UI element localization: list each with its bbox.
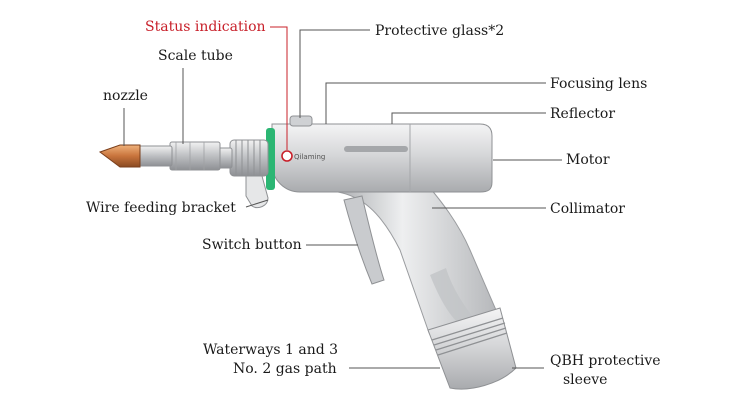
wire-feeding-bracket [245, 175, 269, 209]
brand-text: Qilaming [294, 153, 325, 161]
label-qbh-line2: sleeve [563, 372, 608, 388]
leader-lines [123, 26, 562, 369]
label-status-indication: Status indication [145, 19, 266, 35]
label-qbh-line1: QBH protective [550, 353, 661, 369]
label-reflector: Reflector [550, 106, 616, 122]
leader-status-indication [270, 26, 288, 150]
label-waterways: Waterways 1 and 3 [203, 342, 339, 358]
label-wire-feeding-bracket: Wire feeding bracket [86, 200, 236, 216]
switch-button [343, 195, 385, 285]
label-protective-glass: Protective glass*2 [375, 23, 505, 39]
leader-wire-feeding-bracket [245, 199, 269, 208]
reflector-slot [344, 146, 408, 152]
scale-tube [137, 141, 221, 171]
top-knob [289, 115, 313, 127]
leader-protective-glass [299, 29, 370, 118]
label-scale-tube: Scale tube [158, 48, 233, 64]
front-coupling [217, 139, 269, 177]
status-indicator-dot [281, 150, 293, 162]
nozzle [98, 144, 141, 168]
main-body: Qilaming [266, 115, 493, 193]
label-switch-button: Switch button [202, 237, 302, 253]
label-motor: Motor [566, 152, 610, 168]
label-collimator: Collimator [550, 201, 625, 217]
label-focusing-lens: Focusing lens [550, 76, 648, 92]
leader-reflector [391, 112, 546, 124]
leader-focusing-lens [325, 82, 546, 124]
qbh-sleeve [427, 307, 517, 390]
label-nozzle: nozzle [103, 88, 148, 104]
label-gas-path: No. 2 gas path [233, 361, 337, 377]
